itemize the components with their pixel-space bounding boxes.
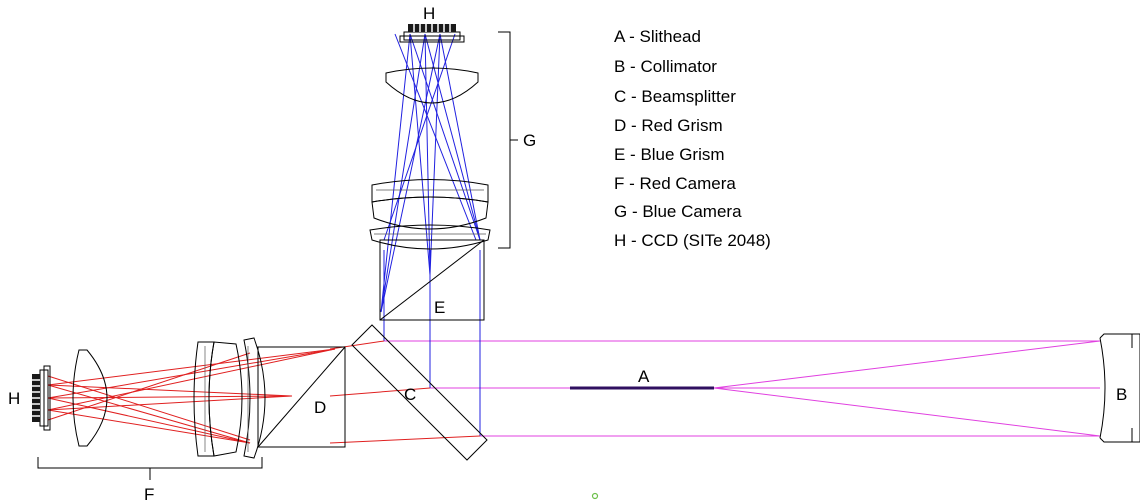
beamsplitter-plate xyxy=(351,324,488,461)
diverging-ray-top xyxy=(713,340,1101,389)
label-h-top: H xyxy=(423,4,435,23)
red-ray-fan xyxy=(47,375,251,441)
blue-ray-fan xyxy=(409,33,431,276)
label-f: F xyxy=(144,485,154,504)
component-legend: A - Slithead B - Collimator C - Beamspli… xyxy=(614,27,771,250)
red-camera-bracket xyxy=(37,457,263,480)
blue-ray-fan xyxy=(429,33,441,276)
red-ray-fan xyxy=(47,395,293,411)
blue-arm-rays xyxy=(380,33,481,436)
red-ray-horizontal-middle xyxy=(329,387,431,397)
legend-item: A - Slithead xyxy=(614,27,701,46)
blue-ray-fan xyxy=(394,33,477,241)
legend-item: F - Red Camera xyxy=(614,174,736,193)
blue-ray-fan xyxy=(424,33,431,276)
ccd-detector-top xyxy=(399,24,465,43)
legend-item: H - CCD (SITe 2048) xyxy=(614,231,771,250)
ccd-detector-left xyxy=(32,365,51,431)
blue-ray-fan xyxy=(409,33,481,241)
red-ray-fan xyxy=(47,348,336,399)
legend-item: B - Collimator xyxy=(614,57,717,76)
legend-item: C - Beamsplitter xyxy=(614,87,736,106)
red-ray-fan xyxy=(47,384,293,397)
label-e: E xyxy=(434,298,445,317)
collimator-mirror xyxy=(1099,333,1140,443)
red-ray-horizontal-bottom xyxy=(329,435,481,444)
blue-ray-fan xyxy=(380,33,411,313)
blue-ray-fan xyxy=(380,33,441,313)
label-g: G xyxy=(523,131,536,150)
diverging-ray-bottom xyxy=(713,387,1101,437)
blue-ray-fan xyxy=(380,33,426,313)
red-arm-rays xyxy=(47,340,481,444)
legend-item: D - Red Grism xyxy=(614,116,723,135)
red-camera-lenses xyxy=(72,337,266,459)
legend-item: G - Blue Camera xyxy=(614,202,742,221)
label-b: B xyxy=(1116,385,1127,404)
label-a: A xyxy=(638,367,650,386)
red-ray-fan xyxy=(47,352,251,421)
legend-item: E - Blue Grism xyxy=(614,145,725,164)
red-ray-fan xyxy=(47,397,251,444)
red-ray-fan xyxy=(47,384,251,444)
blue-camera-lenses xyxy=(369,67,491,250)
blue-ray-fan xyxy=(439,33,481,241)
blue-ray-fan xyxy=(424,33,481,241)
red-ray-fan xyxy=(47,348,336,411)
collimator-rays xyxy=(384,340,1101,437)
blue-grism xyxy=(379,239,485,321)
red-ray-fan xyxy=(47,348,336,386)
red-ray-horizontal-top xyxy=(329,340,385,350)
blue-camera-bracket xyxy=(498,31,518,249)
label-h-left: H xyxy=(8,389,20,408)
marker-dot xyxy=(591,492,599,500)
red-ray-fan xyxy=(47,409,251,444)
red-ray-fan xyxy=(47,395,293,399)
label-d: D xyxy=(314,398,326,417)
label-c: C xyxy=(404,385,416,404)
red-grism xyxy=(257,346,346,448)
blue-ray-fan xyxy=(383,33,456,241)
